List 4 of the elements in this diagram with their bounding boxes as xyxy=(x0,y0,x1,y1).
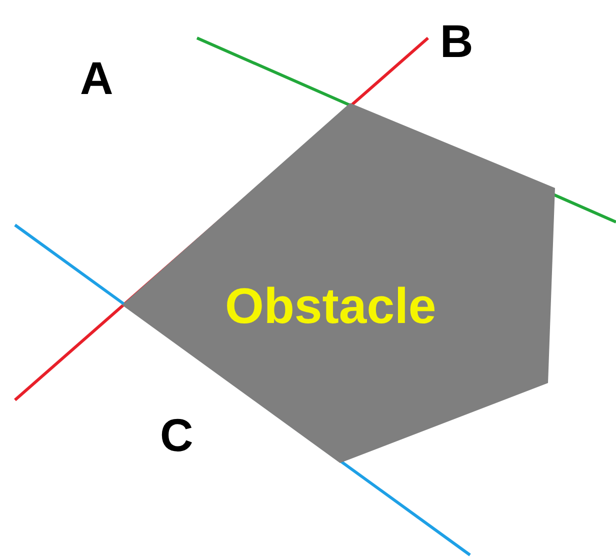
region-letter: B xyxy=(440,18,474,64)
obstacle-label: Obstacle xyxy=(225,281,436,331)
region-letter: C xyxy=(160,412,194,458)
region-letter: A xyxy=(80,55,114,101)
